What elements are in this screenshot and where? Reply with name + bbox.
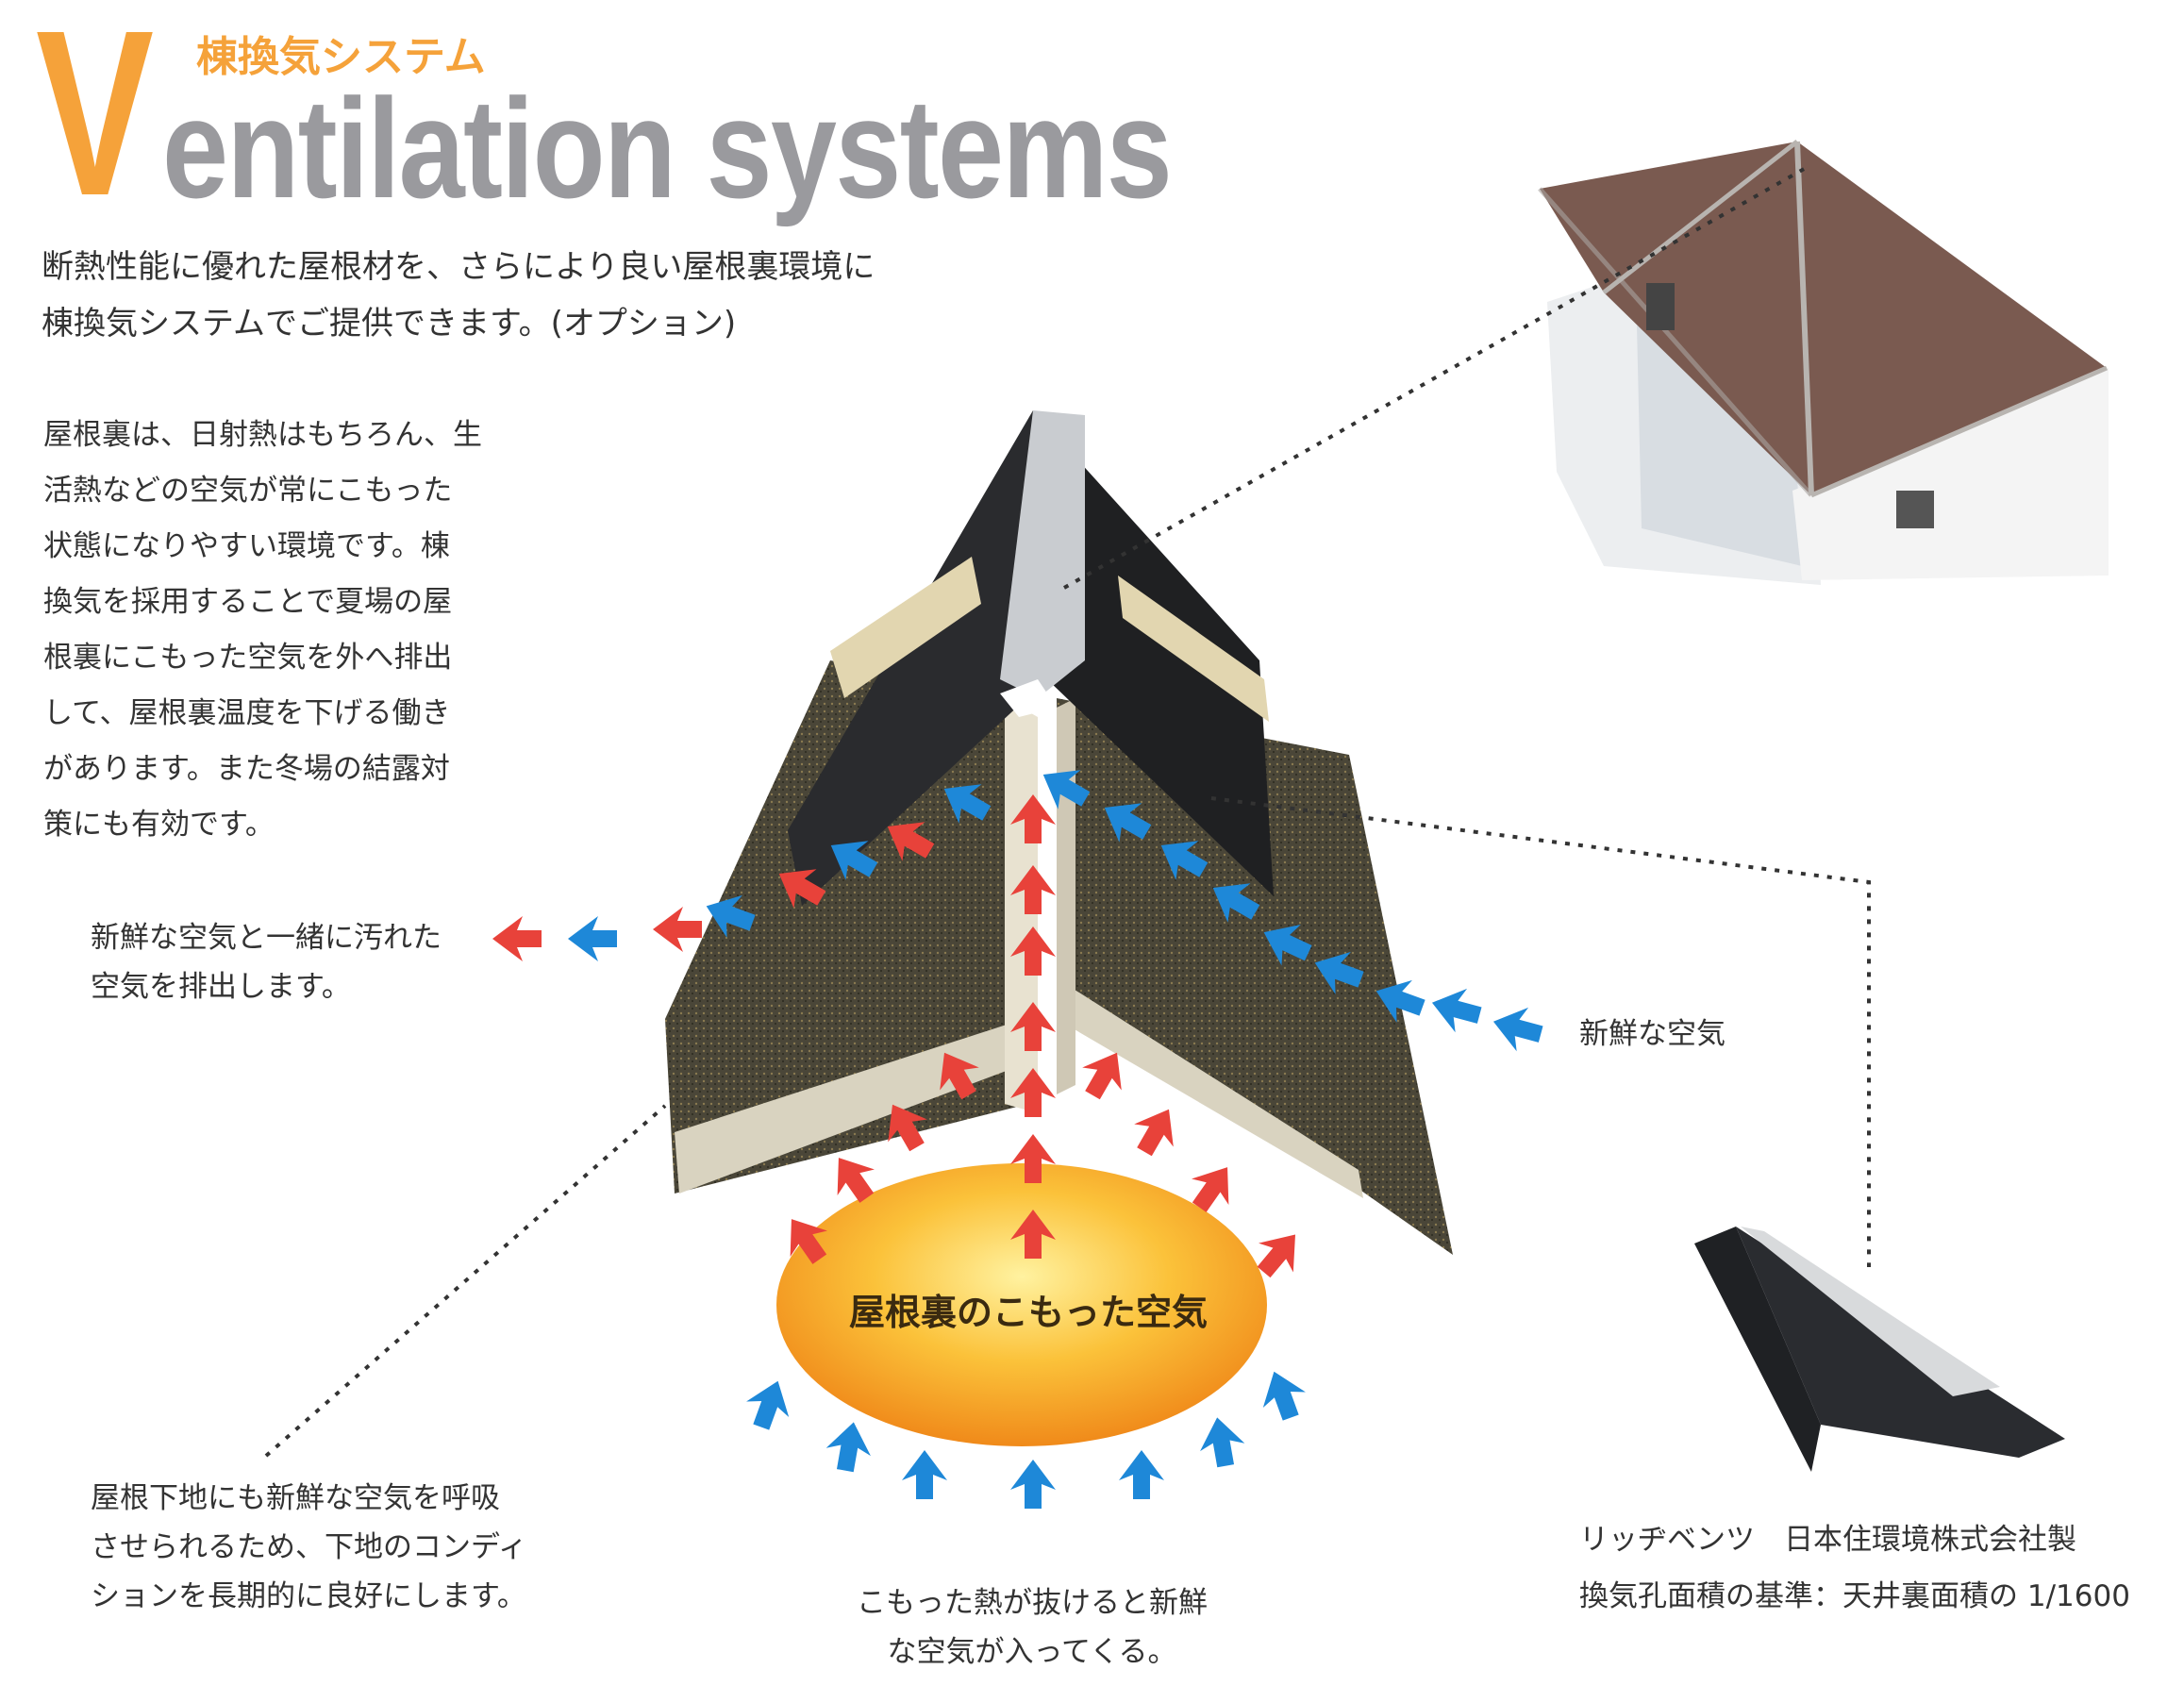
heat-escape-label-line: こもった熱が抜けると新鮮 — [857, 1586, 1208, 1620]
fresh-air-arrow-icon — [830, 841, 878, 880]
fresh-air-label: 新鮮な空気 — [1579, 1017, 1726, 1051]
hot-air-arrow-icon — [1134, 1109, 1174, 1157]
substrate-label-line: ションを長期的に良好にします。 — [91, 1579, 526, 1613]
fresh-air-arrow-icon — [746, 1380, 790, 1430]
fresh-air-arrow-icon — [706, 894, 756, 938]
title-english: entilation systems — [162, 69, 1173, 227]
hot-air-arrow-icon — [1192, 1167, 1229, 1212]
heat-escape-label: こもった熱が抜けると新鮮 な空気が入ってくる。 — [857, 1578, 1208, 1677]
hot-air-arrow-icon — [1010, 865, 1056, 914]
fresh-air-arrow-icon — [1262, 1371, 1306, 1421]
substrate-label-line: させられるため、下地のコンディ — [91, 1530, 527, 1564]
intro-line: 断熱性能に優れた屋根材を、さらにより良い屋根裏環境に — [42, 248, 875, 286]
description-line: があります。また冬場の結露対 — [43, 752, 450, 786]
fresh-air-arrow-icon — [1263, 924, 1312, 966]
description-line: 策にも有効です。 — [43, 808, 275, 842]
leader-lines — [264, 166, 1871, 1458]
fresh-air-arrow-icon — [568, 916, 617, 961]
description-line: 根裏にこもった空気を外へ排出 — [43, 641, 453, 675]
fresh-air-arrow-icon — [1119, 1450, 1164, 1499]
intro-line: 棟換気システムでご提供できます。(オプション) — [42, 305, 737, 342]
fresh-air-arrow-icon — [1104, 803, 1152, 843]
fresh-air-arrow-icon — [825, 1422, 871, 1473]
description-line: 活熱などの空気が常にこもった — [43, 474, 453, 508]
hot-air-arrow-icon — [790, 1219, 827, 1264]
substrate-label: 屋根下地にも新鮮な空気を呼吸 させられるため、下地のコンディ ションを長期的に良… — [91, 1474, 527, 1621]
hot-air-arrow-icon — [1010, 1002, 1056, 1051]
fresh-air-arrow-icon — [1010, 1460, 1056, 1509]
fresh-air-arrow-icon — [1375, 979, 1425, 1023]
hot-air-arrow-icon — [1010, 1134, 1056, 1183]
hot-air-arrow-icon — [1082, 1052, 1122, 1100]
fresh-air-arrow-icon — [1492, 1007, 1543, 1052]
attic-air-blob — [776, 1163, 1267, 1446]
title-initial: V — [36, 0, 155, 244]
heat-escape-label-line: な空気が入ってくる。 — [887, 1635, 1177, 1669]
fresh-air-arrow-icon — [1042, 770, 1091, 810]
hot-air-arrow-icon — [1257, 1234, 1295, 1278]
fresh-air-arrow-icon — [1212, 883, 1260, 923]
airflow-arrows — [492, 770, 1543, 1509]
title-japanese: 棟換気システム — [196, 33, 486, 81]
fresh-air-arrow-icon — [1314, 951, 1364, 994]
attic-air-label: 屋根裏のこもった空気 — [849, 1292, 1209, 1333]
hot-air-arrow-icon — [492, 916, 542, 961]
fresh-air-arrow-icon — [1431, 988, 1482, 1033]
hot-air-arrow-icon — [778, 869, 826, 909]
exhaust-label-line: 空気を排出します。 — [91, 970, 351, 1004]
ridge-vent-product-photo — [1694, 1227, 2065, 1472]
fresh-air-arrow-icon — [1200, 1417, 1245, 1468]
product-name: リッヂベンツ 日本住環境株式会社製 — [1579, 1523, 2076, 1557]
description-line: 状態になりやすい環境です。棟 — [43, 529, 450, 563]
hot-air-arrow-icon — [888, 1104, 927, 1152]
description-line: 換気を採用することで夏場の屋 — [43, 585, 453, 619]
description-line: して、屋根裏温度を下げる働き — [43, 696, 451, 730]
hot-air-arrow-icon — [837, 1158, 875, 1203]
house-photo — [1538, 140, 2109, 585]
description-line: 屋根裏は、日射熱はもちろん、生 — [43, 418, 482, 452]
hot-air-arrow-icon — [1010, 1210, 1056, 1259]
hot-air-arrow-icon — [887, 822, 935, 861]
hot-air-arrow-icon — [653, 907, 702, 952]
hot-air-arrow-icon — [1010, 794, 1056, 843]
product-standard: 換気孔面積の基準：天井裏面積の 1/1600 — [1579, 1579, 2130, 1613]
exhaust-label: 新鮮な空気と一緒に汚れた 空気を排出します。 — [91, 913, 442, 1011]
exhaust-label-line: 新鮮な空気と一緒に汚れた — [91, 921, 442, 955]
hot-air-arrow-icon — [1010, 926, 1056, 976]
hot-air-arrow-icon — [1010, 1068, 1056, 1117]
fresh-air-arrow-icon — [902, 1450, 947, 1499]
substrate-label-line: 屋根下地にも新鮮な空気を呼吸 — [91, 1481, 500, 1515]
fresh-air-arrow-icon — [1160, 841, 1209, 880]
description-paragraph: 屋根裏は、日射熱はもちろん、生 活熱などの空気が常にこもった 状態になりやすい環… — [43, 408, 482, 853]
roof-cutaway-photo — [665, 410, 1453, 1255]
fresh-air-arrow-icon — [943, 784, 992, 824]
hot-air-arrow-icon — [940, 1052, 979, 1100]
